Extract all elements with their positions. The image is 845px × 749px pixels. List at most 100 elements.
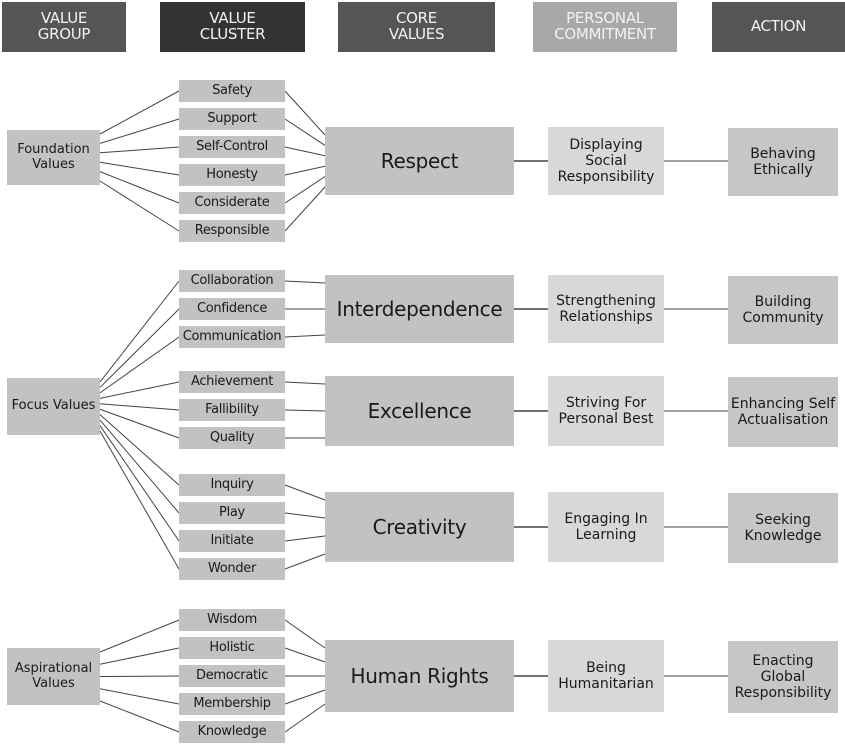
value-cluster-2-2-label: Quality xyxy=(209,429,255,445)
connector-line xyxy=(284,118,326,146)
connector-line xyxy=(284,334,326,338)
connector-line xyxy=(284,280,326,284)
value-cluster-0-1: Support xyxy=(179,108,285,130)
value-cluster-2-2: Quality xyxy=(179,427,285,449)
value-cluster-2-1-label: Fallibility xyxy=(205,401,259,417)
personal-commitment-0-label: Displaying Social Responsibility xyxy=(557,136,655,186)
value-cluster-3-3: Wonder xyxy=(179,558,285,580)
header-4: ACTION xyxy=(712,2,845,52)
core-value-4: Human Rights xyxy=(325,640,514,712)
action-3: Seeking Knowledge xyxy=(728,493,838,563)
core-value-1-label: Interdependence xyxy=(336,296,503,321)
action-0: Behaving Ethically xyxy=(728,128,838,196)
value-group-0: Foundation Values xyxy=(7,130,100,185)
value-cluster-0-1-label: Support xyxy=(207,110,257,126)
connector-line xyxy=(284,484,326,501)
personal-commitment-1-label: Strengthening Relationships xyxy=(556,292,656,325)
personal-commitment-3-label: Engaging In Learning xyxy=(564,510,648,543)
header-0: VALUE GROUP xyxy=(2,2,126,52)
value-cluster-3-1: Play xyxy=(179,502,285,524)
connector-line xyxy=(99,161,180,176)
value-cluster-3-2-label: Initiate xyxy=(210,532,254,548)
value-cluster-0-5: Responsible xyxy=(179,220,285,242)
action-1: Building Community xyxy=(728,276,838,344)
header-1: VALUE CLUSTER xyxy=(160,2,305,52)
value-cluster-2-1: Fallibility xyxy=(179,399,285,421)
value-cluster-1-0: Collaboration xyxy=(179,270,285,292)
action-2: Enhancing Self Actualisation xyxy=(728,377,838,447)
value-cluster-4-2: Democratic xyxy=(179,665,285,687)
core-value-3: Creativity xyxy=(325,492,514,562)
value-cluster-4-3: Membership xyxy=(179,693,285,715)
value-cluster-1-1: Confidence xyxy=(179,298,285,320)
value-cluster-4-4-label: Knowledge xyxy=(197,723,267,739)
core-value-4-label: Human Rights xyxy=(350,663,489,688)
connector-line xyxy=(284,381,326,385)
value-cluster-1-0-label: Collaboration xyxy=(190,272,274,288)
personal-commitment-4: Being Humanitarian xyxy=(548,640,664,712)
core-value-3-label: Creativity xyxy=(372,514,467,539)
value-cluster-0-0-label: Safety xyxy=(212,82,252,98)
value-cluster-1-1-label: Confidence xyxy=(196,300,268,316)
header-2-label: CORE VALUES xyxy=(388,9,445,43)
core-value-2: Excellence xyxy=(325,376,514,446)
value-cluster-3-0-label: Inquiry xyxy=(210,476,254,492)
header-3-label: PERSONAL COMMITMENT xyxy=(554,9,656,43)
value-cluster-3-2: Initiate xyxy=(179,530,285,552)
connector-line xyxy=(99,647,180,665)
value-cluster-3-0: Inquiry xyxy=(179,474,285,496)
connector-line xyxy=(99,180,180,232)
core-value-0-label: Respect xyxy=(380,148,459,173)
connector-line xyxy=(99,414,180,486)
value-cluster-4-2-label: Democratic xyxy=(196,667,268,683)
value-cluster-4-1: Holistic xyxy=(179,637,285,659)
connector-line xyxy=(99,430,180,570)
personal-commitment-0: Displaying Social Responsibility xyxy=(548,127,664,195)
value-cluster-4-0: Wisdom xyxy=(179,609,285,631)
connector-line xyxy=(99,675,180,677)
action-2-label: Enhancing Self Actualisation xyxy=(730,395,836,428)
value-cluster-0-4-label: Considerate xyxy=(194,194,270,210)
value-cluster-2-0-label: Achievement xyxy=(190,373,274,389)
value-cluster-0-0: Safety xyxy=(179,80,285,102)
personal-commitment-2-label: Striving For Personal Best xyxy=(558,394,654,427)
value-cluster-1-2: Communication xyxy=(179,326,285,348)
connector-line xyxy=(284,409,326,412)
connector-line xyxy=(99,425,180,542)
connector-line xyxy=(284,90,326,136)
value-group-0-label: Foundation Values xyxy=(17,141,90,172)
connector-line xyxy=(99,688,180,705)
value-cluster-1-2-label: Communication xyxy=(182,328,282,344)
value-cluster-0-4: Considerate xyxy=(179,192,285,214)
value-cluster-3-1-label: Play xyxy=(219,504,245,520)
header-1-label: VALUE CLUSTER xyxy=(199,9,266,43)
value-group-2: Aspirational Values xyxy=(7,648,100,705)
value-cluster-0-3: Honesty xyxy=(179,164,285,186)
header-4-label: ACTION xyxy=(750,17,807,36)
connector-line xyxy=(284,186,326,232)
value-cluster-4-3-label: Membership xyxy=(193,695,271,711)
personal-commitment-4-label: Being Humanitarian xyxy=(558,659,654,692)
value-group-1-label: Focus Values xyxy=(11,398,96,414)
personal-commitment-3: Engaging In Learning xyxy=(548,492,664,562)
connector-line xyxy=(284,176,326,204)
value-cluster-3-3-label: Wonder xyxy=(207,560,257,576)
action-4-label: Enacting Global Responsibility xyxy=(734,652,832,702)
connector-line xyxy=(99,336,180,394)
connector-line xyxy=(99,403,180,411)
connector-line xyxy=(99,419,180,514)
connector-line xyxy=(99,381,180,399)
value-cluster-4-0-label: Wisdom xyxy=(206,611,258,627)
action-3-label: Seeking Knowledge xyxy=(744,511,822,544)
core-value-2-label: Excellence xyxy=(367,398,472,423)
core-value-1: Interdependence xyxy=(325,275,514,343)
value-cluster-4-4: Knowledge xyxy=(179,721,285,743)
header-3: PERSONAL COMMITMENT xyxy=(533,2,677,52)
connector-line xyxy=(99,118,180,144)
action-4: Enacting Global Responsibility xyxy=(728,641,838,713)
connector-line xyxy=(284,647,326,663)
connector-line xyxy=(99,408,180,439)
connector-line xyxy=(284,146,326,157)
